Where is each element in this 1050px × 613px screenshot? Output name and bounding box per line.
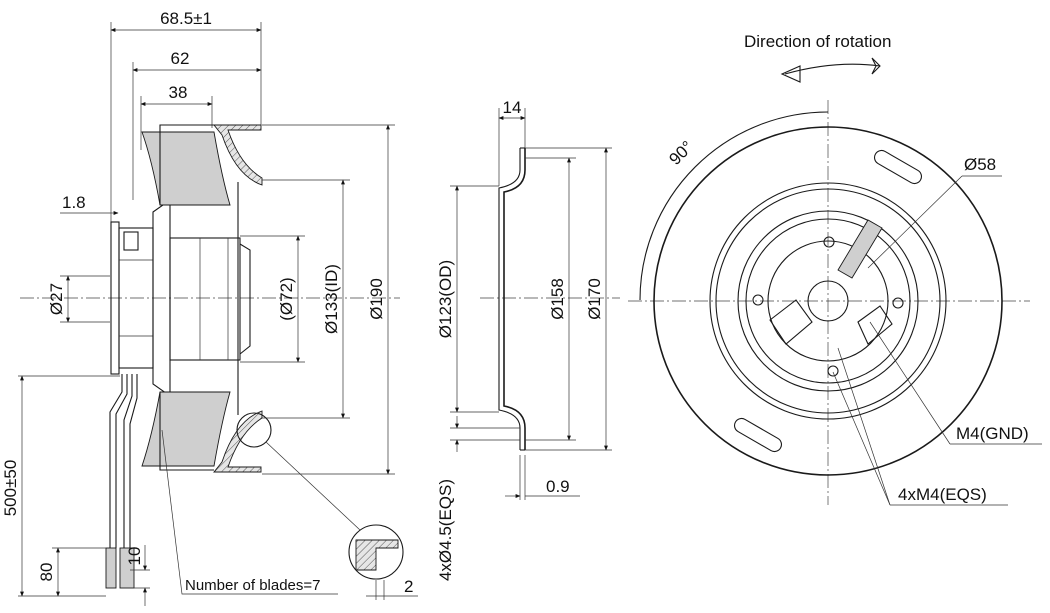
rotation-tail: [871, 57, 881, 75]
inlet-ring-view: 14 Ø123(OD) Ø158 Ø170 4xØ4.5(EQS) 0.9: [436, 98, 620, 581]
front-view: Direction of rotation 90° Ø58: [628, 32, 1042, 506]
angle-arc: [639, 111, 829, 301]
detail-marker: [236, 412, 272, 448]
inlet-ring-inner: [715, 188, 941, 414]
leader-58: [867, 175, 963, 269]
dim-depth-38: 38: [169, 83, 188, 102]
hub-cylinder: [169, 237, 241, 361]
motor-plate: [745, 218, 911, 384]
blade-bottom-edge: [159, 392, 214, 471]
leader-eqs-2: [837, 347, 891, 506]
dim-thickness-0-9: 0.9: [546, 477, 570, 496]
blades-leader: [161, 429, 338, 595]
dim-detail-2: 2: [404, 577, 413, 596]
motor-outer: [737, 210, 919, 392]
inlet-ring-circle: [709, 182, 947, 420]
screw-top: [823, 236, 835, 248]
screw-right: [892, 297, 904, 309]
dim-od-123: Ø123(OD): [436, 260, 455, 338]
blades-note: Number of blades=7: [185, 577, 321, 594]
dim-190: Ø190: [367, 278, 386, 320]
dim-overall-depth: 68.5±1: [160, 9, 212, 28]
dim-flange-1-8: 1.8: [62, 193, 86, 212]
shroud-top: [213, 124, 263, 186]
outer-flange: [653, 126, 1003, 476]
blade-bottom: [141, 391, 231, 467]
dim-id-133: Ø133(ID): [322, 264, 341, 334]
cable-1: [109, 374, 123, 548]
dim-hub-27: Ø27: [47, 283, 66, 315]
blade-top-edge: [159, 124, 214, 205]
mount-slot-top: [873, 149, 923, 185]
dim-strip-80: 80: [37, 563, 56, 582]
cable-end-2: [119, 547, 135, 589]
detail-view: [348, 524, 404, 580]
cable-2: [115, 374, 128, 548]
rotation-arrow-body: [784, 63, 881, 75]
side-view: 68.5±1 62 38 1.8 Ø27: [1, 9, 418, 606]
ring-profile-outer: [503, 148, 526, 450]
terminal-box-right: [857, 305, 893, 345]
screw-bottom: [827, 365, 839, 377]
label-gnd: M4(GND): [956, 424, 1029, 443]
connector-block: [123, 231, 139, 251]
ring-profile-inner: [498, 148, 521, 450]
dim-depth-62: 62: [171, 49, 190, 68]
blade-top: [141, 131, 231, 206]
detail-leader: [265, 441, 361, 531]
rotation-arrowhead: [780, 65, 801, 83]
rotation-label: Direction of rotation: [744, 32, 891, 51]
dim-inlet-72: (Ø72): [277, 277, 296, 320]
cable-3: [123, 374, 133, 548]
dim-cable-length: 500±50: [1, 460, 20, 517]
leader-gnd: [869, 321, 951, 445]
detail-section: [355, 539, 399, 571]
terminal-box-left: [769, 299, 813, 345]
dim-ring-width-14: 14: [503, 98, 522, 117]
screw-left: [752, 294, 764, 306]
wire-channel: [837, 219, 883, 279]
angle-label: 90°: [665, 137, 697, 169]
label-eqs: 4xM4(EQS): [898, 485, 987, 504]
dim-170: Ø170: [585, 278, 604, 320]
leader-eqs: [832, 371, 891, 506]
hub-center: [807, 280, 849, 322]
mount-slot-bottom: [733, 417, 783, 453]
rotor-circle: [767, 240, 889, 362]
dim-58: Ø58: [964, 155, 996, 174]
cable-4: [129, 374, 138, 548]
hub-cap: [239, 243, 251, 355]
dim-holes: 4xØ4.5(EQS): [436, 479, 455, 581]
dim-158: Ø158: [548, 278, 567, 320]
dim-strip-10: 10: [125, 547, 144, 566]
cable-end-1: [105, 547, 117, 589]
